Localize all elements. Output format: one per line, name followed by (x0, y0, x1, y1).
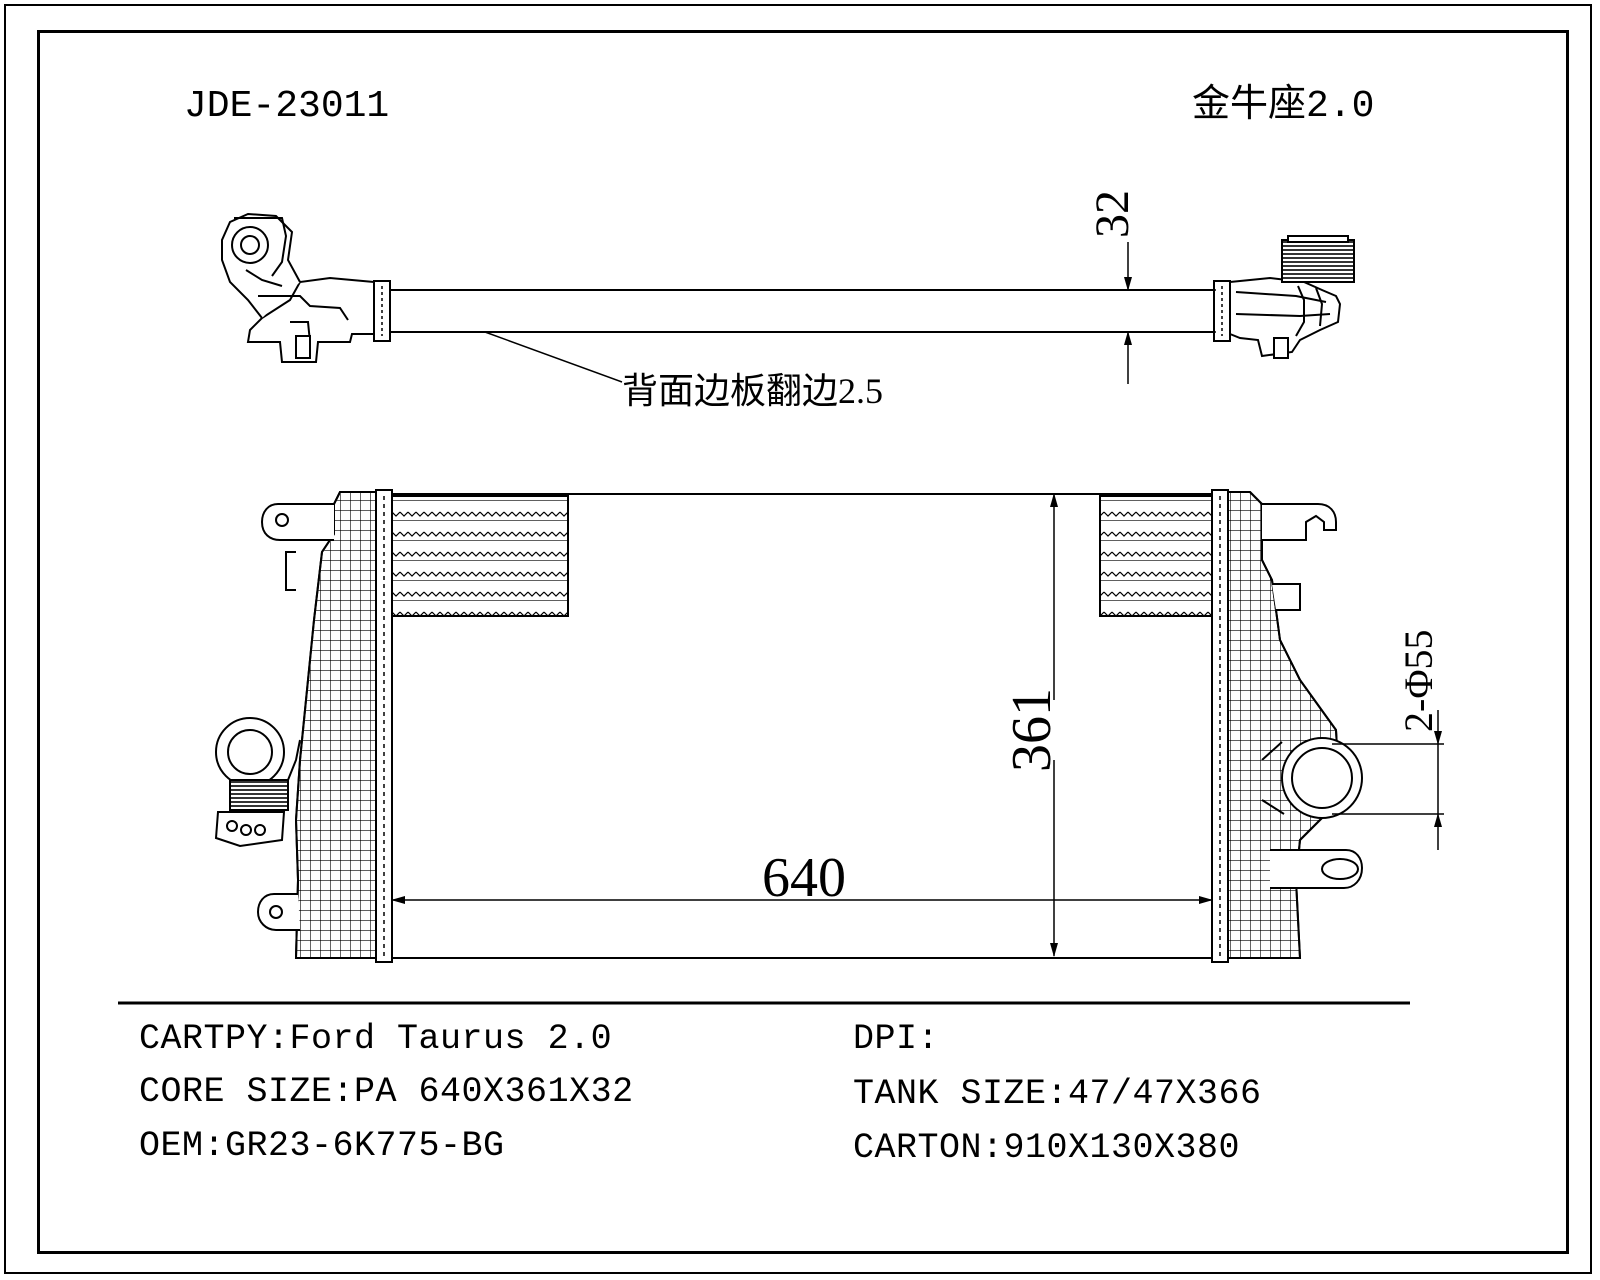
top-core (387, 289, 1217, 333)
dim-width-label: 640 (762, 847, 846, 909)
outer-frame (4, 4, 1592, 1274)
spec-carton: CARTON:910X130X380 (853, 1128, 1241, 1168)
top-view (221, 212, 1355, 363)
fins-left (391, 495, 569, 617)
left-tank (294, 491, 377, 959)
dim-thickness (1124, 242, 1216, 384)
spec-core-size: CORE SIZE:PA 640X361X32 (139, 1072, 634, 1112)
left-port-thread (229, 779, 289, 811)
spec-dpi: DPI: (853, 1019, 940, 1059)
part-number: JDE-23011 (184, 85, 390, 128)
model-name: 金牛座2.0 (1192, 85, 1375, 128)
top-right-tank (1229, 276, 1342, 358)
spec-tank-size: TANK SIZE:47/47X366 (853, 1074, 1262, 1114)
top-right-port (1281, 239, 1355, 283)
dim-thickness-label: 32 (1086, 190, 1139, 238)
spec-oem: OEM:GR23-6K775-BG (139, 1126, 505, 1166)
right-mount-top (1262, 503, 1337, 541)
callout-back-plate: 背面边板翻边2.5 (622, 371, 883, 411)
dim-port (1332, 710, 1444, 850)
front-view (214, 489, 1364, 963)
left-mount-top (260, 503, 334, 541)
dim-height-label: 361 (1001, 688, 1063, 772)
callout-leader (484, 331, 623, 383)
top-left-tank (246, 276, 375, 363)
dim-port-label: 2-Φ55 (1396, 629, 1441, 732)
fins-right (1099, 495, 1213, 617)
drawing-border (37, 30, 1569, 1254)
spec-cartpy: CARTPY:Ford Taurus 2.0 (139, 1019, 613, 1059)
top-left-port-ring (231, 226, 269, 264)
